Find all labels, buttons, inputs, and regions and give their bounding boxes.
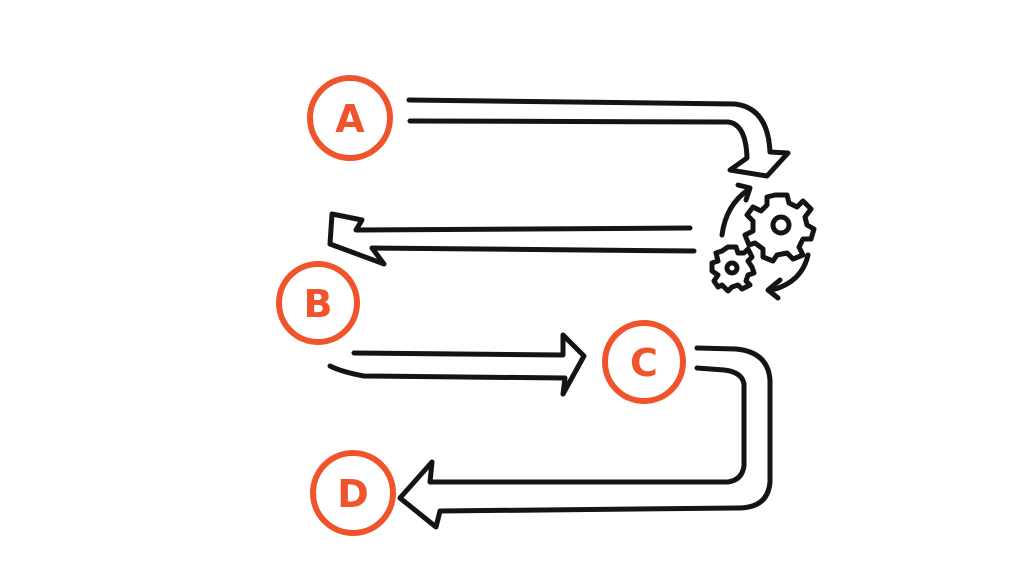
arrow-b-to-c: [327, 332, 587, 397]
arrow-a-to-process: [406, 97, 791, 179]
node-d: D: [310, 450, 396, 536]
node-a: A: [307, 75, 393, 161]
gears-cycle-icon: [709, 182, 817, 301]
node-b-label: B: [304, 282, 333, 326]
node-a-label: A: [335, 97, 365, 141]
arrow-process-to-b: [327, 211, 697, 267]
node-d-label: D: [337, 472, 369, 516]
arrow-c-to-d: [397, 345, 773, 530]
node-c: C: [602, 320, 686, 404]
node-b: B: [276, 261, 360, 345]
node-c-label: C: [630, 341, 658, 385]
